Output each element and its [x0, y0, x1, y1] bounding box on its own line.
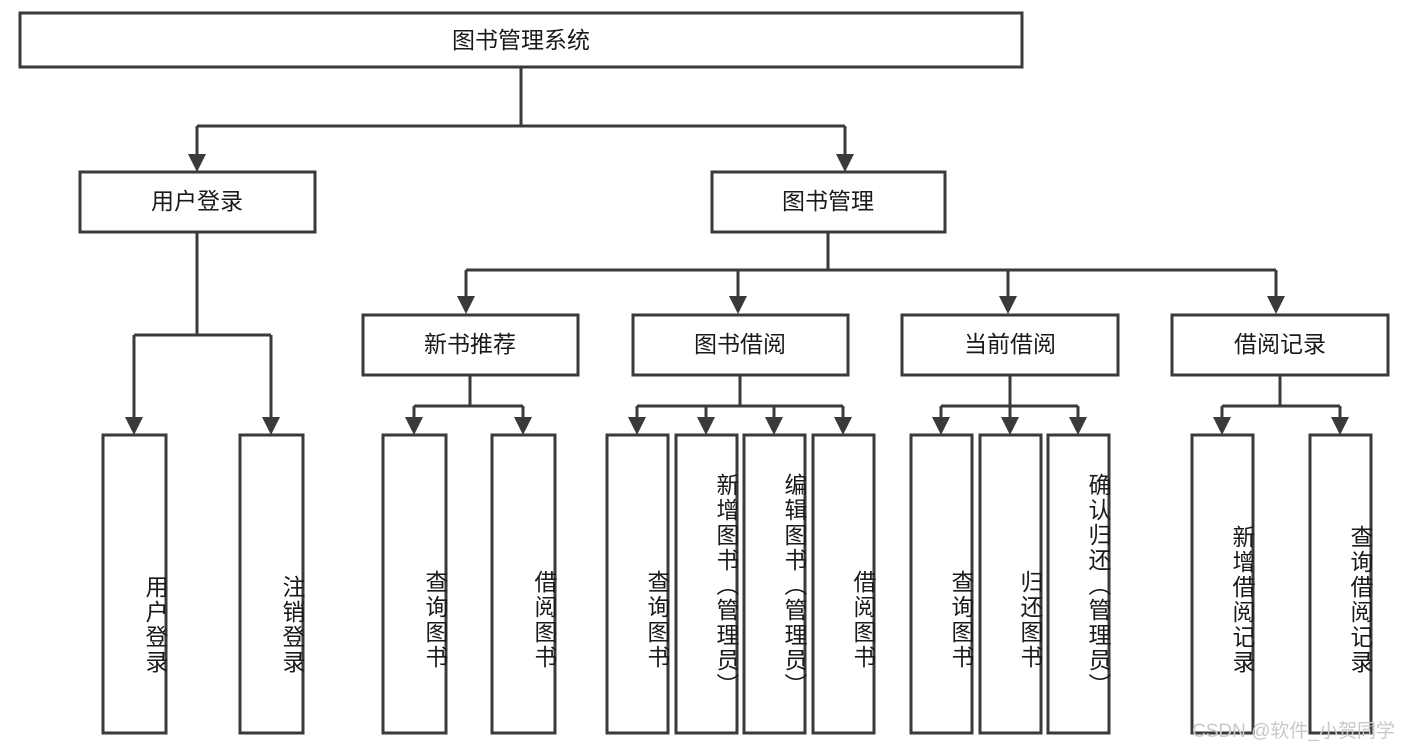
- node-root[interactable]: [18, 11, 1024, 69]
- leaf-box-book-borrow-2[interactable]: [674, 433, 739, 735]
- leaf-label-current-borrow-3: 确认归还（管理员）: [1085, 473, 1111, 698]
- leaf-label-borrow-record-2: 查询借阅记录: [1347, 525, 1373, 675]
- leaf-label-book-borrow-1: 查询图书: [644, 569, 670, 670]
- leaf-label-current-borrow-1: 查询图书: [948, 569, 974, 670]
- connector-borrowrecord-to-leaves: [1213, 375, 1349, 435]
- leaf-box-current-borrow-3[interactable]: [1046, 433, 1111, 735]
- leaf-box-user-login-2[interactable]: [238, 433, 305, 735]
- leaf-label-book-borrow-4: 借阅图书: [850, 569, 876, 670]
- leaf-box-current-borrow-2[interactable]: [978, 433, 1043, 735]
- leaf-box-book-borrow-1[interactable]: [605, 433, 670, 735]
- leaf-label-book-borrow-2: 新增图书（管理员）: [713, 473, 739, 698]
- node-borrow-record[interactable]: [1170, 313, 1390, 377]
- leaf-label-current-borrow-2: 归还图书: [1017, 569, 1043, 670]
- node-root-label: 图书管理系统: [452, 27, 590, 53]
- leaf-box-new-book-1[interactable]: [381, 433, 448, 735]
- node-user-login[interactable]: [78, 170, 317, 234]
- leaf-box-book-borrow-4[interactable]: [811, 433, 876, 735]
- leaf-label-user-login-1: 用户登录: [142, 575, 168, 675]
- node-new-book-label: 新书推荐: [424, 331, 516, 357]
- leaf-box-new-book-2[interactable]: [490, 433, 557, 735]
- connector-currentborrow-to-leaves: [932, 375, 1087, 435]
- node-new-book[interactable]: [361, 313, 580, 377]
- node-book-manage-label: 图书管理: [782, 188, 874, 214]
- node-book-borrow[interactable]: [631, 313, 850, 377]
- connector-userlogin-to-leaves: [125, 232, 280, 435]
- node-book-borrow-label: 图书借阅: [694, 331, 786, 357]
- connector-root-to-level1: [188, 67, 854, 172]
- node-book-manage[interactable]: [710, 170, 947, 234]
- leaf-box-borrow-record-2[interactable]: [1308, 433, 1373, 735]
- node-current-borrow[interactable]: [900, 313, 1120, 377]
- leaf-label-user-login-2: 注销登录: [279, 575, 305, 675]
- connector-bookmanage-to-level2: [457, 232, 1285, 314]
- leaf-label-borrow-record-1: 新增借阅记录: [1229, 525, 1255, 675]
- connector-bookborrow-to-leaves: [628, 375, 852, 435]
- leaf-box-user-login-1[interactable]: [101, 433, 168, 735]
- node-current-borrow-label: 当前借阅: [964, 331, 1056, 357]
- leaf-box-current-borrow-1[interactable]: [909, 433, 974, 735]
- leaf-box-borrow-record-1[interactable]: [1190, 433, 1255, 735]
- leaf-box-book-borrow-3[interactable]: [742, 433, 807, 735]
- node-user-login-label: 用户登录: [151, 188, 243, 214]
- node-borrow-record-label: 借阅记录: [1234, 331, 1326, 357]
- leaf-label-new-book-2: 借阅图书: [531, 569, 557, 670]
- connector-newbook-to-leaves: [405, 375, 532, 435]
- leaf-label-book-borrow-3: 编辑图书（管理员）: [781, 473, 807, 698]
- leaf-label-new-book-1: 查询图书: [422, 569, 448, 670]
